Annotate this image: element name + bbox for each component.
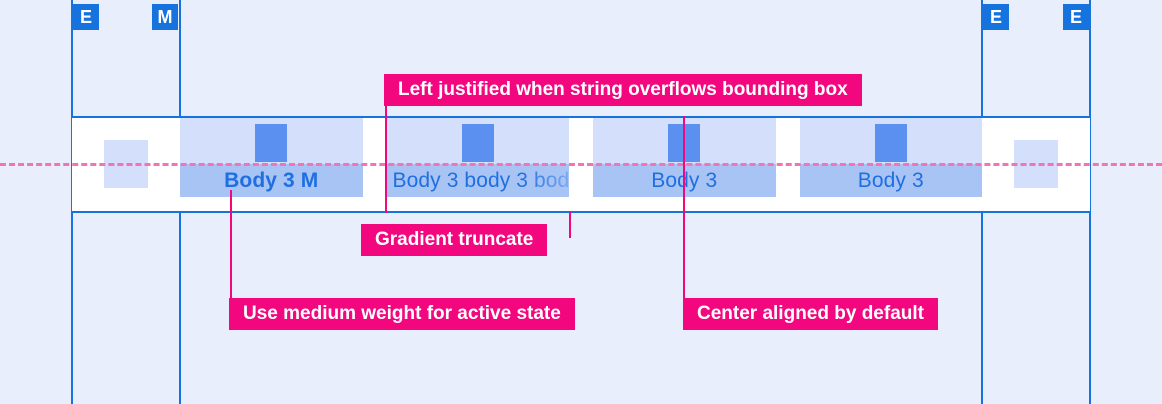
annotation-center-aligned: Center aligned by default <box>683 298 938 330</box>
leader-medium-weight <box>230 190 232 300</box>
tab-label-4: Body 3 <box>857 168 924 192</box>
tab-icon-2 <box>461 124 494 162</box>
annotation-left-justified: Left justified when string overflows bou… <box>384 74 862 106</box>
tab-center-marker-3 <box>683 116 685 313</box>
tab-label-band-2: Body 3 body 3 body 3 <box>386 164 570 197</box>
tab-item-1[interactable]: Body 3 M <box>180 118 363 197</box>
annotation-medium-weight: Use medium weight for active state <box>229 298 575 330</box>
leader-gradient <box>569 212 571 238</box>
tab-icon-4 <box>874 124 907 162</box>
spacing-chip-edge-right-outer: E <box>1063 4 1089 30</box>
spacing-chip-edge-right-inner: E <box>983 4 1009 30</box>
vertical-guide-right-edge <box>1089 0 1091 404</box>
tab-label-2: Body 3 body 3 body 3 <box>392 168 570 192</box>
tab-label-band-4: Body 3 <box>799 164 982 197</box>
tab-label-band-1: Body 3 M <box>180 164 363 197</box>
annotation-gradient-truncate: Gradient truncate <box>361 224 548 256</box>
spacing-chip-edge-left: E <box>73 4 99 30</box>
horizontal-centerline <box>0 163 1162 166</box>
tab-item-4[interactable]: Body 3 <box>799 118 982 197</box>
tab-item-2[interactable]: Body 3 body 3 body 3 <box>386 118 570 197</box>
tab-icon-1 <box>255 124 288 162</box>
spacing-chip-margin-left: M <box>152 4 178 30</box>
leader-left-justified <box>385 105 387 213</box>
tab-label-1: Body 3 M <box>224 168 319 192</box>
